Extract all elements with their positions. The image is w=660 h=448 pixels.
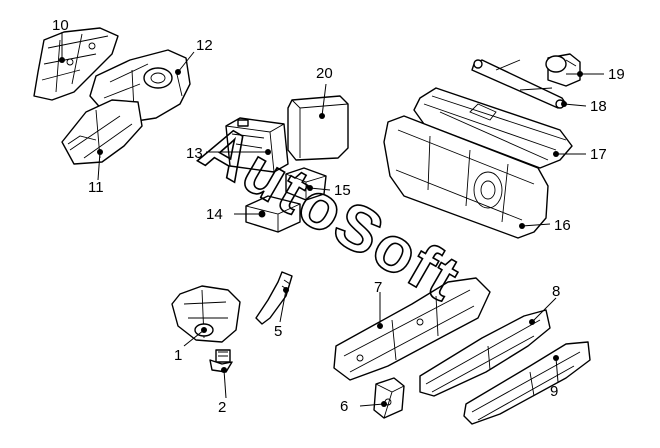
callout-7: 7	[374, 279, 382, 296]
callout-20: 20	[316, 65, 333, 82]
leader-lines	[59, 32, 604, 407]
callout-14: 14	[206, 206, 223, 223]
part-9-drawing[interactable]	[463, 341, 591, 425]
part-6-drawing[interactable]	[373, 377, 405, 419]
part-2-drawing[interactable]	[209, 349, 233, 373]
callout-10: 10	[52, 17, 69, 34]
callout-labels: 10 12 11 13 20 15 14 19 18 17 16 1 2 5 7…	[52, 17, 625, 416]
part-10-drawing[interactable]	[33, 27, 119, 101]
part-5-drawing[interactable]	[255, 271, 293, 325]
part-14-drawing[interactable]	[245, 195, 301, 233]
callout-18: 18	[590, 98, 607, 115]
callout-12: 12	[196, 37, 213, 54]
callout-9: 9	[550, 383, 558, 400]
part-20-drawing[interactable]	[287, 95, 349, 161]
callout-1: 1	[174, 347, 182, 364]
part-17-drawing[interactable]	[413, 87, 573, 169]
part-13-drawing[interactable]	[225, 117, 289, 173]
part-11-drawing[interactable]	[61, 99, 143, 165]
callout-17: 17	[590, 146, 607, 163]
callout-15: 15	[334, 182, 351, 199]
callout-16: 16	[554, 217, 571, 234]
callout-13: 13	[186, 145, 203, 162]
part-1-drawing[interactable]	[171, 285, 241, 343]
part-8-drawing[interactable]	[419, 309, 551, 397]
callout-5: 5	[274, 323, 282, 340]
part-16-drawing[interactable]	[383, 115, 549, 239]
callout-11: 11	[88, 179, 104, 196]
callout-8: 8	[552, 283, 560, 300]
part-15-drawing[interactable]	[285, 167, 327, 201]
callout-2: 2	[218, 399, 226, 416]
part-19-drawing[interactable]	[545, 53, 581, 87]
callout-6: 6	[340, 398, 348, 415]
callout-19: 19	[608, 66, 625, 83]
part-7-drawing[interactable]	[333, 277, 491, 381]
